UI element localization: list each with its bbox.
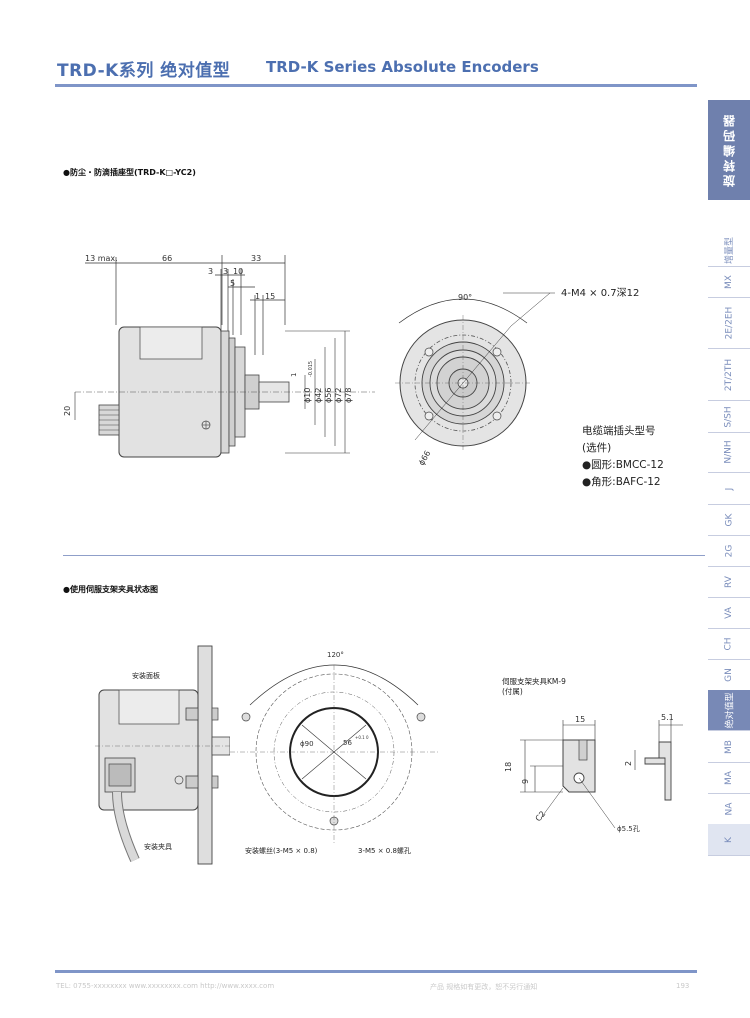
sidebar-header: 旋转编码器 [708, 100, 750, 200]
footer-notice: 产品 规格如有更改，恕不另行通知 [430, 983, 538, 991]
bracket-dim-c2: C2 [534, 809, 548, 823]
connector-title: 电缆端插头型号 [582, 425, 656, 437]
sidebar-tab-k[interactable]: K [708, 824, 750, 856]
dim-phi42: ϕ42 [314, 388, 323, 403]
dim-20: 20 [63, 406, 72, 416]
footer-contact: TEL: 0755-xxxxxxxx www.xxxxxxxx.com http… [56, 982, 275, 990]
sidebar-tab-s[interactable]: S/SH [708, 401, 750, 433]
section-heading-dustproof: ●防尘・防滴插座型(TRD-K□-YC2) [63, 168, 196, 177]
sidebar-tab-ma[interactable]: MA [708, 762, 750, 794]
dim-phi66: ϕ66 [417, 449, 433, 467]
dim-33: 33 [251, 254, 261, 263]
bracket-dim-18: 18 [504, 762, 513, 772]
connector-square: ●角形:BAFC-12 [582, 476, 661, 488]
connector-round: ●圆形:BMCC-12 [582, 459, 664, 471]
dim-15: 15 [265, 292, 275, 301]
page-title-english: TRD-K Series Absolute Encoders [266, 58, 539, 76]
sidebar-tab-absolute[interactable]: 绝对值型 [708, 690, 750, 731]
sidebar-tab-2t[interactable]: 2T/2TH [708, 349, 750, 401]
dim-13max: 13 max. [85, 254, 118, 263]
sidebar-tab-gn[interactable]: GN [708, 659, 750, 691]
sidebar-tab-va[interactable]: VA [708, 597, 750, 629]
label-tapped-holes: 3-M5 × 0.8螺孔 [358, 847, 411, 855]
dim-phi78: ϕ78 [344, 388, 353, 403]
bracket-subtitle: (付属) [502, 687, 523, 696]
bracket-drawing: 15 5.1 18 9 2 C2 ϕ5.5孔 [504, 713, 683, 833]
header-rule [55, 84, 697, 87]
label-mount-plate: 安装面板 [132, 672, 160, 680]
dim-1: 1 [255, 292, 260, 301]
page-title-chinese: TRD-K系列 绝对值型 [57, 61, 231, 81]
label-clamp: 安装夹具 [144, 843, 172, 851]
connector-info: 电缆端插头型号 (选件) ●圆形:BMCC-12 ●角形:BAFC-12 [582, 423, 664, 491]
encoder-side-view: 13 max. 66 33 3 3 10 5 1 15 20 1 ϕ10 -0.… [63, 254, 375, 458]
bracket-title: 伺服支架夹具KM-9 [502, 677, 566, 686]
mounted-side-view [95, 645, 230, 865]
encoder-front-view: 90° ϕ66 [395, 292, 555, 467]
dim-angle-120: 120° [327, 651, 344, 659]
bracket-dim-2: 2 [624, 761, 633, 766]
mounted-front-view: 120° ϕ90 56 +0.1 0 [230, 651, 440, 845]
sidebar-tab-incremental[interactable]: 增量型 [708, 235, 750, 267]
dim-phi72: ϕ72 [334, 388, 343, 403]
dim-phi10-tolerance: -0.015 [308, 361, 314, 377]
footer-rule [55, 970, 697, 973]
sidebar-tab-rv[interactable]: RV [708, 566, 750, 598]
dim-phi56: ϕ56 [324, 388, 333, 403]
dim-1b: 1 [290, 373, 298, 377]
sidebar-tab-2g[interactable]: 2G [708, 535, 750, 567]
dim-phi90: ϕ90 [300, 740, 314, 748]
label-mount-screw: 安装螺丝(3-M5 × 0.8) [245, 847, 318, 855]
footer-page-number: 193 [676, 982, 690, 990]
section-heading-servo-mount: ●使用伺服支架夹具状态图 [63, 585, 158, 594]
dim-3a: 3 [208, 267, 213, 276]
sidebar-tab-mx[interactable]: MX [708, 266, 750, 298]
sidebar-tab-ch[interactable]: CH [708, 628, 750, 660]
thread-spec-label: 4-M4 × 0.7深12 [561, 288, 640, 299]
sidebar-tab-j[interactable]: J [708, 473, 750, 505]
bracket-dim-15: 15 [575, 715, 585, 724]
bracket-dim-5-1: 5.1 [661, 713, 674, 722]
sidebar-tab-gk[interactable]: GK [708, 504, 750, 536]
section-divider [63, 555, 705, 556]
bracket-hole-label: ϕ5.5孔 [617, 825, 640, 833]
dim-5: 5 [230, 279, 235, 288]
bracket-caption: 伺服支架夹具KM-9 (付属) [502, 677, 566, 697]
dim-phi10: ϕ10 [303, 388, 312, 403]
dim-3b: 3 [223, 267, 228, 276]
sidebar-tab-n[interactable]: N/NH [708, 432, 750, 473]
dim-10: 10 [233, 267, 243, 276]
dim-phi56-servo: 56 [343, 739, 352, 747]
bracket-dim-9: 9 [521, 779, 530, 784]
sidebar-tab-na[interactable]: NA [708, 793, 750, 825]
sidebar-tab-2e[interactable]: 2E/2EH [708, 297, 750, 349]
dim-66: 66 [162, 254, 172, 263]
sidebar-tab-mb[interactable]: MB [708, 731, 750, 763]
dim-angle-90: 90° [458, 293, 472, 302]
connector-subtitle: (选件) [582, 442, 612, 454]
category-sidebar: 旋转编码器 增量型 MX 2E/2EH 2T/2TH S/SH N/NH J G… [708, 100, 750, 860]
dim-phi56-tolerance: +0.1 0 [355, 735, 369, 740]
